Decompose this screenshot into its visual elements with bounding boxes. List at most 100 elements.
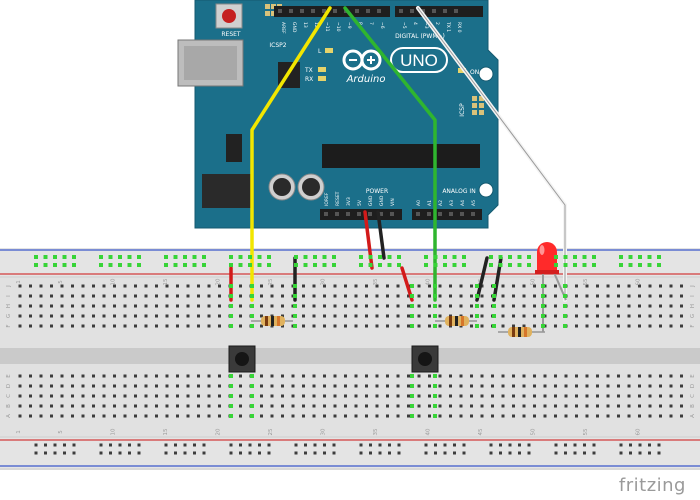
rail-hole (583, 451, 586, 455)
breadboard-hole (312, 294, 316, 298)
rail-hole (34, 451, 38, 455)
breadboard-hole (60, 304, 64, 308)
breadboard-hole (459, 294, 463, 298)
breadboard-hole (197, 314, 200, 318)
header-pin (472, 110, 477, 115)
breadboard-hole (155, 414, 158, 418)
rail-hole (323, 451, 326, 455)
breadboard-hole (522, 404, 526, 408)
breadboard-hole (218, 304, 221, 308)
column-number: 40 (426, 428, 432, 435)
breadboard-hole (459, 414, 463, 418)
row-letter: C (6, 394, 12, 398)
breadboard-hole (60, 414, 64, 418)
rail-hole (294, 451, 298, 455)
atmega-chip (322, 144, 480, 168)
breadboard-hole (659, 404, 662, 408)
breadboard-hole (680, 314, 683, 318)
highlight-dot (164, 263, 168, 267)
breadboard-hole (71, 394, 74, 398)
breadboard-hole (81, 394, 85, 398)
breadboard-hole (585, 324, 589, 328)
rail-hole (434, 443, 437, 447)
row-letter: I (6, 295, 12, 297)
rail-hole (239, 451, 242, 455)
column-number: 45 (478, 428, 484, 435)
highlight-dot (492, 294, 496, 298)
rail-hole (44, 443, 47, 447)
breadboard-hole (375, 374, 379, 378)
breadboard-hole (155, 404, 158, 408)
breadboard-hole (417, 304, 421, 308)
breadboard-hole (81, 414, 85, 418)
highlight-dot (137, 263, 141, 267)
row-letter: F (6, 324, 12, 327)
breadboard-hole (459, 374, 463, 378)
highlight-dot (563, 304, 567, 308)
breadboard-hole (512, 324, 515, 328)
analog-pin-hole (460, 212, 464, 216)
breadboard-hole (260, 284, 263, 288)
rail-hole (332, 451, 336, 455)
breadboard-hole (239, 314, 242, 318)
breadboard-hole (312, 384, 316, 388)
breadboard-hole (291, 374, 295, 378)
breadboard-hole (596, 374, 599, 378)
breadboard-hole (113, 314, 116, 318)
breadboard-hole (144, 374, 148, 378)
pushbutton[interactable] (228, 345, 256, 373)
power-pin-hole (379, 212, 383, 216)
highlight-dot (293, 324, 297, 328)
highlight-dot (541, 304, 545, 308)
breadboard-hole (207, 304, 211, 308)
breadboard-hole (186, 314, 190, 318)
breadboard-hole (344, 314, 347, 318)
breadboard-hole (144, 384, 148, 388)
row-letter: A (6, 414, 12, 418)
breadboard-hole (71, 384, 74, 388)
highlight-dot (229, 314, 233, 318)
highlight-dot (410, 394, 414, 398)
breadboard-hole (428, 304, 431, 308)
breadboard-hole (396, 384, 400, 388)
rail-hole (202, 443, 206, 447)
highlight-dot (34, 255, 38, 259)
reset-button[interactable] (215, 3, 243, 29)
breadboard-hole (218, 374, 221, 378)
highlight-dot (573, 255, 577, 259)
breadboard-hole (176, 324, 179, 328)
breadboard-hole (470, 404, 473, 408)
column-number: 50 (531, 278, 537, 285)
breadboard-hole (186, 394, 190, 398)
breadboard-hole (543, 384, 547, 388)
breadboard-hole (102, 404, 106, 408)
breadboard-hole (270, 304, 274, 308)
breadboard-hole (585, 414, 589, 418)
breadboard-hole (522, 284, 526, 288)
breadboard-hole (354, 394, 358, 398)
header-pin (472, 103, 477, 108)
highlight-dot (294, 263, 298, 267)
highlight-dot (183, 255, 187, 259)
breadboard-hole (50, 324, 53, 328)
highlight-dot (492, 314, 496, 318)
breadboard-hole (344, 374, 347, 378)
breadboard-hole (312, 324, 316, 328)
breadboard-hole (176, 394, 179, 398)
column-number: 5 (58, 280, 64, 284)
breadboard-hole (344, 404, 347, 408)
highlight-dot (164, 255, 168, 259)
l-led-label: L (318, 48, 322, 55)
breadboard-hole (596, 304, 599, 308)
breadboard-hole (564, 384, 568, 388)
pushbutton[interactable] (411, 345, 439, 373)
breadboard-hole (281, 394, 284, 398)
highlight-dot (387, 255, 392, 259)
rail-hole (267, 443, 271, 447)
breadboard-hole (606, 404, 610, 408)
breadboard-hole (480, 324, 484, 328)
breadboard-hole (92, 324, 95, 328)
breadboard-hole (18, 404, 22, 408)
highlight-dot (250, 384, 254, 388)
breadboard-hole (396, 314, 400, 318)
